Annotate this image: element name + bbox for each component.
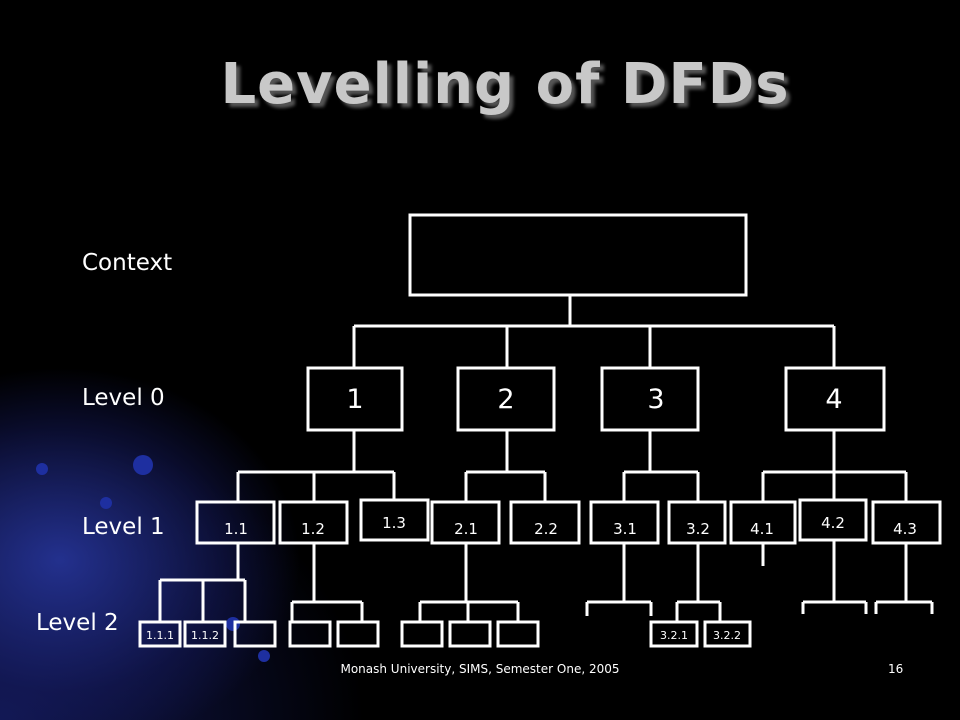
context-box — [408, 213, 748, 297]
level0-label: 3 — [647, 384, 664, 415]
level1-label: 1.1 — [224, 520, 248, 538]
process-box-1-3 — [359, 498, 430, 542]
slide-title: Levelling of DFDs — [220, 52, 790, 117]
process-box-3-2-2 — [703, 620, 752, 648]
process-box-level2 — [233, 620, 277, 648]
decor-orb — [258, 650, 270, 662]
footer-text: Monash University, SIMS, Semester One, 2… — [340, 662, 620, 676]
process-box-2-2 — [509, 500, 581, 545]
label-context: Context — [82, 250, 173, 276]
level0-label: 4 — [825, 384, 842, 415]
decor-orb — [133, 455, 153, 475]
process-box-1-1 — [195, 500, 276, 545]
level2-label: 3.2.2 — [713, 629, 741, 642]
label-level-1: Level 1 — [82, 514, 165, 540]
decor-orb — [100, 497, 112, 509]
level1-label: 4.3 — [893, 520, 917, 538]
process-box-level2 — [496, 620, 540, 648]
label-level-2: Level 2 — [36, 610, 119, 636]
process-box-3-2-1 — [649, 620, 699, 648]
page-number: 16 — [888, 662, 904, 676]
process-box-1-1-1 — [138, 620, 182, 648]
process-box-1-1-2 — [183, 620, 227, 648]
level0-label: 1 — [346, 384, 363, 415]
process-box-level2 — [336, 620, 380, 648]
level0-label: 2 — [497, 384, 514, 415]
decor-orb — [36, 463, 48, 475]
process-box-level2 — [448, 620, 492, 648]
label-level-0: Level 0 — [82, 385, 165, 411]
level1-label: 2.1 — [454, 520, 478, 538]
level1-label: 1.3 — [382, 514, 406, 532]
level2-label: 1.1.1 — [146, 629, 174, 642]
level1-label: 3.1 — [613, 520, 637, 538]
level1-label: 3.2 — [686, 520, 710, 538]
process-box-level2 — [400, 620, 444, 648]
level2-label: 3.2.1 — [660, 629, 688, 642]
level2-label: 1.1.2 — [191, 629, 219, 642]
level1-label: 4.2 — [821, 514, 845, 532]
process-box-level2 — [288, 620, 332, 648]
level1-label: 4.1 — [750, 520, 774, 538]
level1-label: 1.2 — [301, 520, 325, 538]
level1-label: 2.2 — [534, 520, 558, 538]
